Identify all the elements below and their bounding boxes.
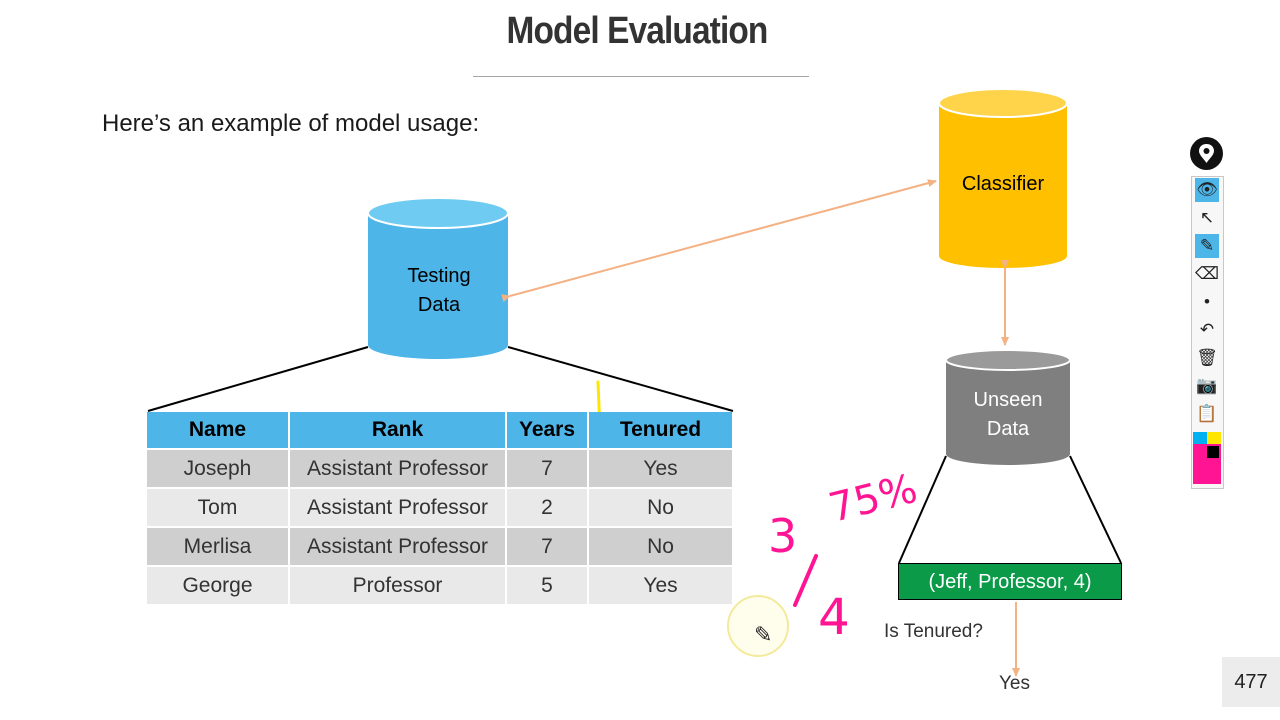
cell-years: 5 <box>507 565 589 604</box>
table-row: George Professor 5 Yes <box>147 565 734 604</box>
answer-label: Yes <box>999 673 1030 694</box>
pointer-highlight-icon <box>727 595 789 657</box>
cell-rank: Assistant Professor <box>290 526 507 565</box>
unseen-funnel-left <box>898 455 947 564</box>
trash-icon[interactable]: 🗑 <box>1196 348 1218 367</box>
fraction-denominator: 4 <box>818 588 850 646</box>
cell-tenured: Yes <box>589 565 734 604</box>
unseen-data-line2: Data <box>986 418 1030 440</box>
title-divider <box>473 76 809 77</box>
clipboard-icon[interactable]: 📋 <box>1196 404 1218 423</box>
classifier-label: Classifier <box>939 170 1067 199</box>
undo-icon[interactable]: ↶ <box>1199 320 1215 339</box>
table-row: Joseph Assistant Professor 7 Yes <box>147 448 734 487</box>
table-row: Tom Assistant Professor 2 No <box>147 487 734 526</box>
cell-years: 7 <box>507 526 589 565</box>
header-rank: Rank <box>290 412 507 448</box>
table-header-row: Name Rank Years Tenured <box>147 412 734 448</box>
cell-rank: Assistant Professor <box>290 448 507 487</box>
header-name: Name <box>147 412 290 448</box>
percent-annotation: 75% <box>824 466 921 532</box>
fraction-slash <box>793 554 818 607</box>
cursor-icon[interactable]: ↖ <box>1199 208 1215 227</box>
header-tenured: Tenured <box>589 412 734 448</box>
color-palette-icon[interactable] <box>1193 432 1221 484</box>
cell-rank: Assistant Professor <box>290 487 507 526</box>
cell-years: 2 <box>507 487 589 526</box>
cell-tenured: No <box>589 526 734 565</box>
cell-tenured: Yes <box>589 448 734 487</box>
cell-name: Joseph <box>147 448 290 487</box>
cell-name: George <box>147 565 290 604</box>
eraser-icon[interactable]: ⌫ <box>1195 264 1220 283</box>
classifier-cylinder <box>938 88 1068 268</box>
dot-icon[interactable]: • <box>1204 292 1210 311</box>
fraction-numerator: 3 <box>768 509 797 563</box>
eye-icon[interactable]: 👁 <box>1195 178 1219 202</box>
cell-name: Merlisa <box>147 526 290 565</box>
slide-title: Model Evaluation <box>506 10 769 52</box>
testing-data-line2: Data <box>417 294 461 316</box>
highlighter-icon[interactable]: ✎ <box>1195 234 1219 258</box>
classifier-text: Classifier <box>961 173 1045 195</box>
page-number: 477 <box>1222 657 1280 707</box>
testing-funnel-right <box>507 346 734 412</box>
testing-classifier-arrow <box>501 179 937 302</box>
intro-text: Here’s an example of model usage: <box>102 110 480 137</box>
pencil-cursor-icon: ✎ <box>754 623 772 648</box>
table-row: Merlisa Assistant Professor 7 No <box>147 526 734 565</box>
testing-data-line1: Testing <box>407 265 471 287</box>
cell-rank: Professor <box>290 565 507 604</box>
unseen-data-line1: Unseen <box>973 389 1043 411</box>
testing-data-label: Testing Data <box>368 262 510 320</box>
testing-funnel-left <box>147 346 369 412</box>
cell-tenured: No <box>589 487 734 526</box>
cell-name: Tom <box>147 487 290 526</box>
testing-data-table: Name Rank Years Tenured Joseph Assistant… <box>147 412 734 604</box>
unseen-data-cylinder <box>945 349 1071 465</box>
unseen-funnel-right <box>1069 455 1122 564</box>
unseen-data-label: Unseen Data <box>946 386 1070 444</box>
camera-icon[interactable]: 📷 <box>1196 376 1218 395</box>
question-label: Is Tenured? <box>884 621 983 642</box>
cell-years: 7 <box>507 448 589 487</box>
pen-icon[interactable] <box>1190 137 1223 170</box>
header-years: Years <box>507 412 589 448</box>
unseen-record-box: (Jeff, Professor, 4) <box>898 563 1122 600</box>
